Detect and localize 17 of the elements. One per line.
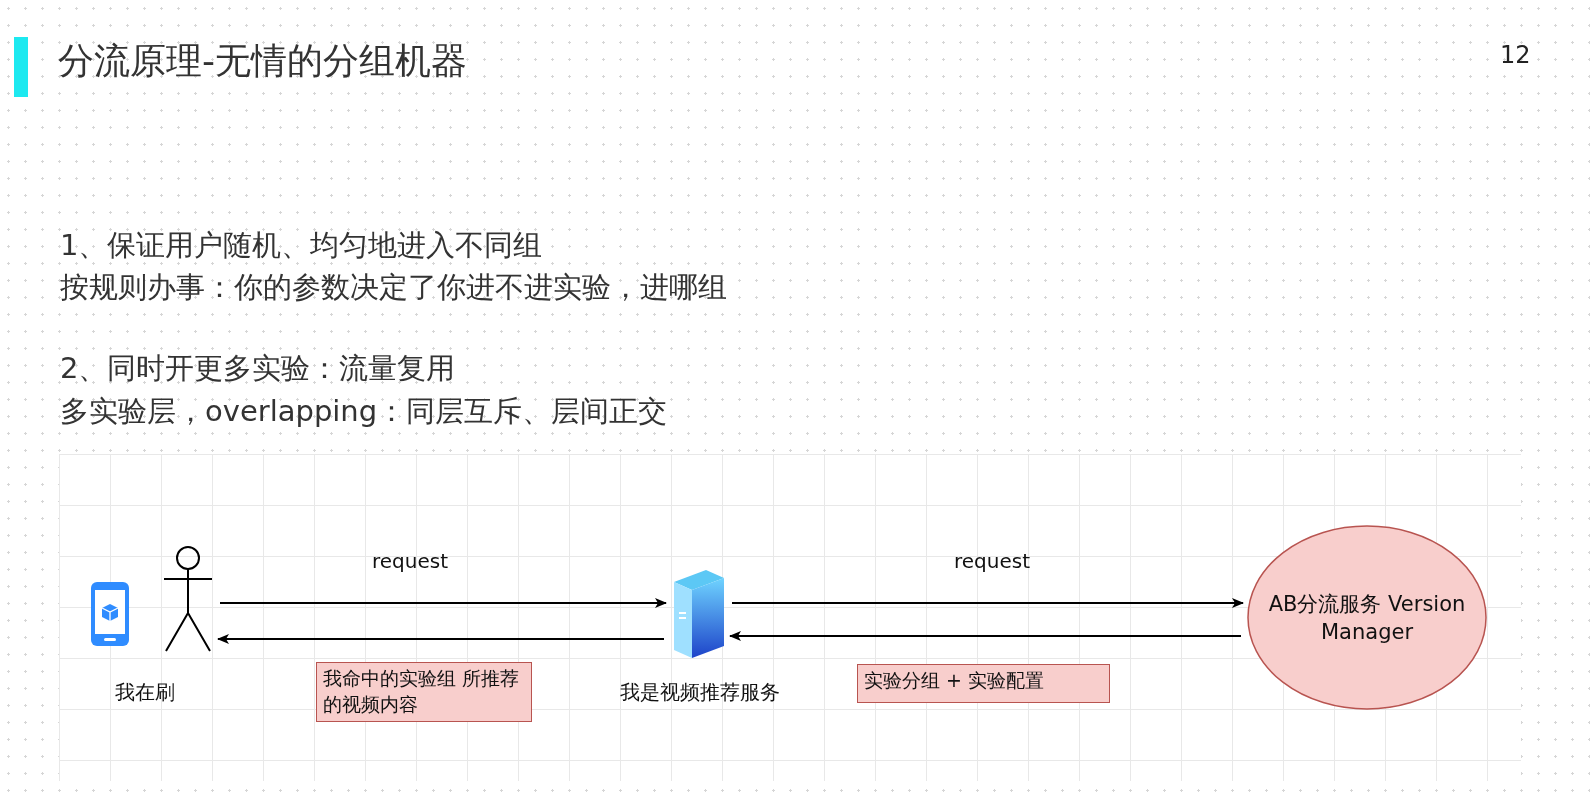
service-ellipse: AB分流服务 Version Manager bbox=[1247, 525, 1487, 710]
edge-label: 我命中的实验组 所推荐的视频内容 bbox=[316, 662, 532, 722]
node-caption: 我在刷 bbox=[114, 679, 176, 706]
text-line: 多实验层，overlapping：同层互斥、层间正交 bbox=[60, 393, 668, 430]
arrow bbox=[731, 598, 1244, 608]
text-line: 1、保证用户随机、均匀地进入不同组 bbox=[60, 227, 543, 264]
node-caption: 我是视频推荐服务 bbox=[619, 679, 781, 706]
text-line: 按规则办事：你的参数决定了你进不进实验，进哪组 bbox=[60, 269, 727, 306]
edge-label: 实验分组 + 实验配置 bbox=[857, 664, 1110, 703]
arrow bbox=[217, 634, 665, 644]
edge-label: request bbox=[371, 548, 449, 574]
arrow bbox=[219, 598, 667, 608]
page-number: 12 bbox=[1500, 40, 1531, 71]
edge-label: request bbox=[953, 548, 1031, 574]
text-line: 2、同时开更多实验：流量复用 bbox=[60, 350, 456, 387]
arrow bbox=[729, 631, 1242, 641]
slide-title: 分流原理-无情的分组机器 bbox=[58, 39, 467, 83]
